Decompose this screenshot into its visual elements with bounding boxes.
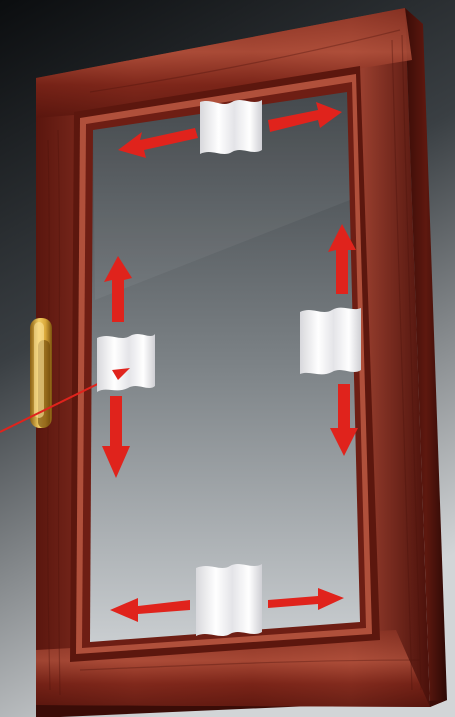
sealing-insert-top [200, 100, 262, 154]
sealing-insert-left [97, 334, 155, 392]
sealing-insert-bottom [196, 564, 262, 636]
sealing-insert-right [300, 308, 361, 375]
